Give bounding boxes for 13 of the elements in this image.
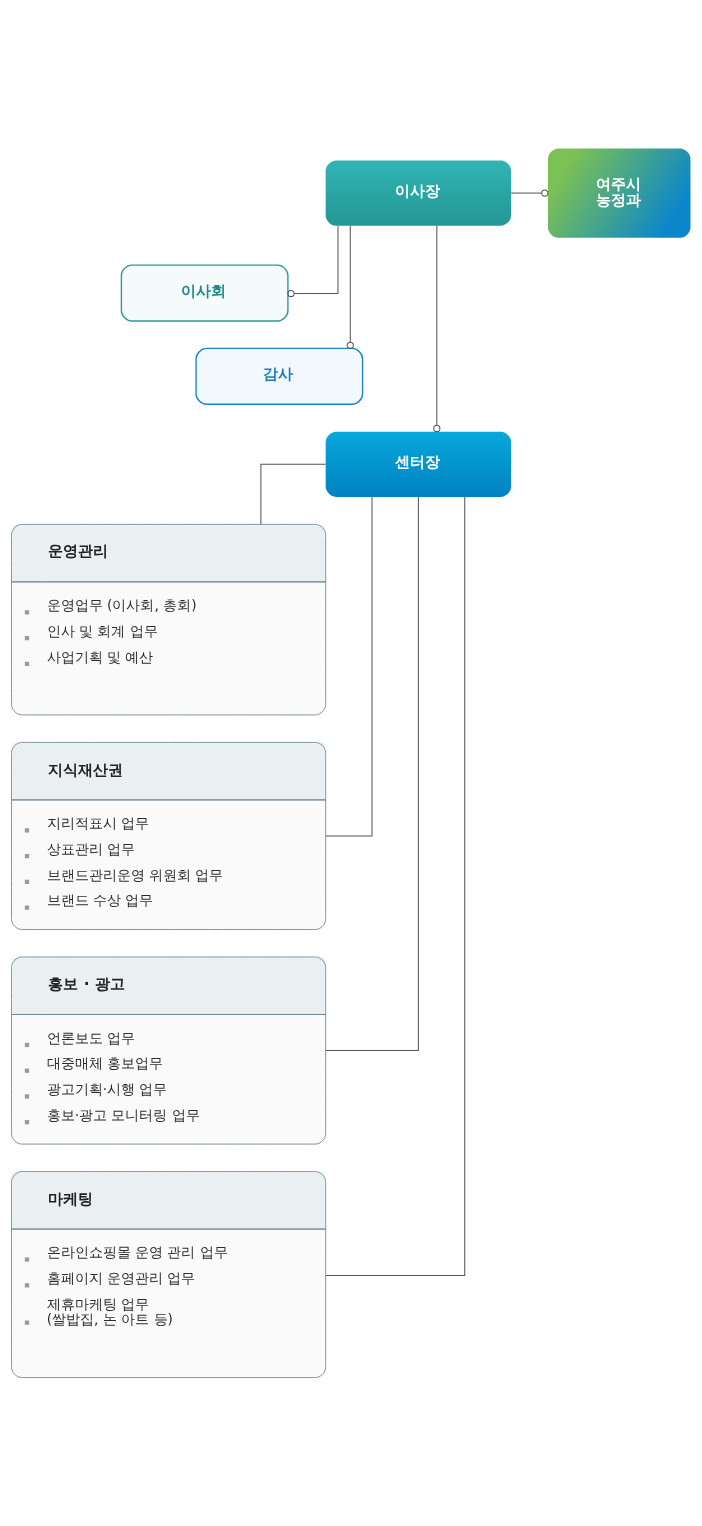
connector — [260, 463, 327, 525]
node-box: 감사 — [195, 347, 364, 405]
node-box: 여주시 농정과 — [548, 148, 691, 238]
connector — [433, 225, 441, 432]
node-box: 이사회 — [120, 264, 289, 322]
node-box: 이사장 — [325, 160, 512, 226]
connector — [325, 496, 373, 837]
node-box: 센터장 — [325, 431, 512, 497]
connector — [325, 496, 419, 1052]
connector — [287, 225, 339, 298]
connector — [325, 496, 466, 1276]
connector — [346, 225, 354, 349]
connector — [510, 189, 549, 197]
